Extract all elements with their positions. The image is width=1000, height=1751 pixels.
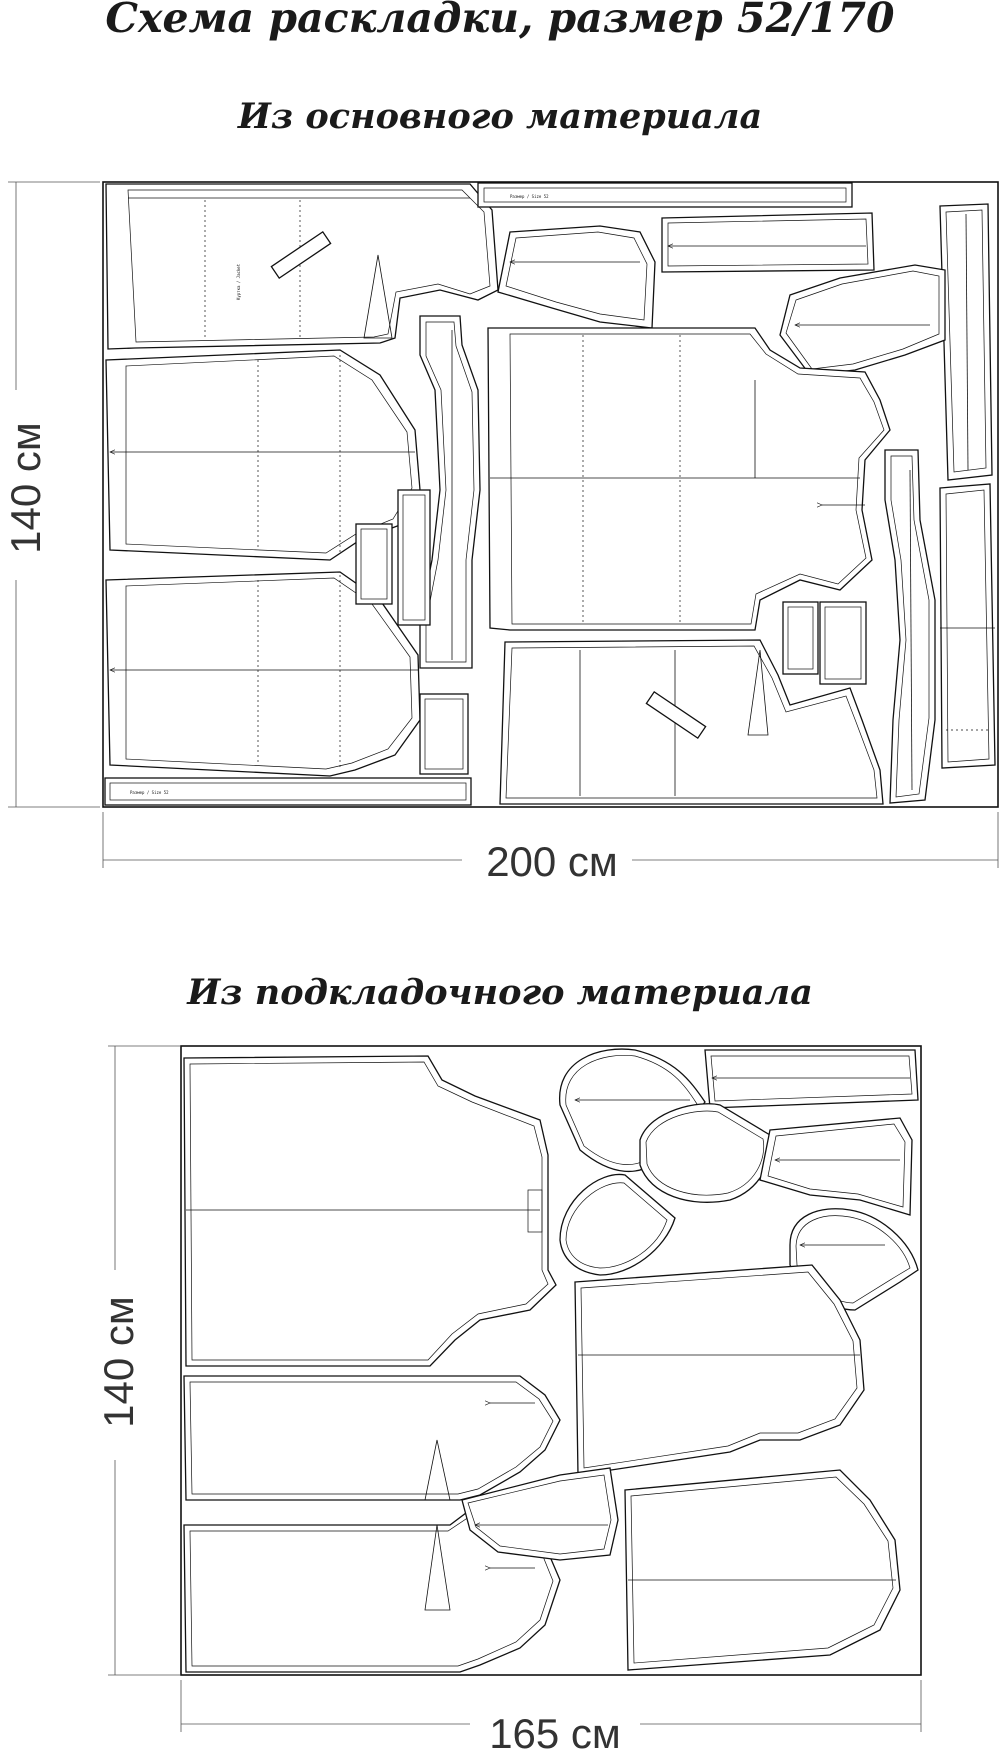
height-label-main: 140 см — [2, 422, 49, 554]
lining-piece-pocket-bag-4 — [559, 1173, 676, 1276]
pattern-piece-small-rects — [355, 489, 469, 775]
section-title-main-fabric: Из основного материала — [237, 96, 763, 137]
pattern-piece-sleeve-cap — [779, 264, 946, 376]
width-dimension-main: 200 см — [102, 812, 999, 886]
width-dimension-lining: 165 см — [180, 1680, 922, 1751]
pattern-piece-strip-right-top — [661, 212, 875, 273]
lining-piece-sleeve-1 — [574, 1264, 865, 1476]
lining-piece-strip-top — [704, 1049, 919, 1109]
lining-piece-back-upper — [183, 1375, 561, 1501]
lining-fabric-layout: 140 см 165 см — [95, 1045, 922, 1751]
pattern-piece-front-main — [487, 327, 891, 631]
lining-piece-sleeve-small — [461, 1467, 619, 1561]
lining-piece-sleeve-2 — [624, 1469, 901, 1671]
width-label-main: 200 см — [486, 838, 618, 885]
main-fabric-layout: 140 см 200 см Куртка / Jacket Размер / — [0, 181, 999, 886]
height-dimension-lining: 140 см — [95, 1045, 180, 1676]
pattern-piece-small-facings — [782, 601, 867, 685]
pattern-piece-facing-center — [419, 315, 481, 669]
pattern-piece-front-lower — [499, 639, 884, 805]
section-title-lining-fabric: Из подкладочного материала — [187, 972, 813, 1013]
height-label-lining: 140 см — [95, 1296, 142, 1428]
pattern-piece-pocket-top — [497, 225, 656, 329]
pattern-piece-strip-top: Размер / Size 52 — [477, 182, 853, 208]
svg-text:Размер / Size 52: Размер / Size 52 — [510, 194, 549, 199]
lining-piece-pocket-bag-3 — [759, 1117, 913, 1216]
width-label-lining: 165 см — [489, 1710, 621, 1751]
lining-piece-back-lower — [183, 1509, 561, 1673]
lining-fabric-sheet — [180, 1045, 922, 1676]
pattern-piece-facing-right — [884, 449, 936, 804]
pattern-piece-strip-bottom: Размер / Size 52 — [104, 777, 472, 806]
pattern-piece-back-upper: Куртка / Jacket — [105, 183, 499, 350]
pattern-piece-vertical-strip-bottom — [939, 483, 996, 769]
pattern-piece-vertical-strip-top — [939, 203, 993, 481]
height-dimension-main: 140 см — [0, 181, 100, 808]
main-fabric-sheet — [102, 181, 999, 808]
svg-text:Куртка / Jacket: Куртка / Jacket — [236, 263, 241, 300]
lining-piece-front — [183, 1055, 557, 1367]
lining-piece-pocket-bag-2 — [639, 1103, 772, 1203]
page-title: Схема раскладки, размер 52/170 — [105, 0, 895, 42]
svg-text:Размер / Size 52: Размер / Size 52 — [130, 790, 169, 795]
